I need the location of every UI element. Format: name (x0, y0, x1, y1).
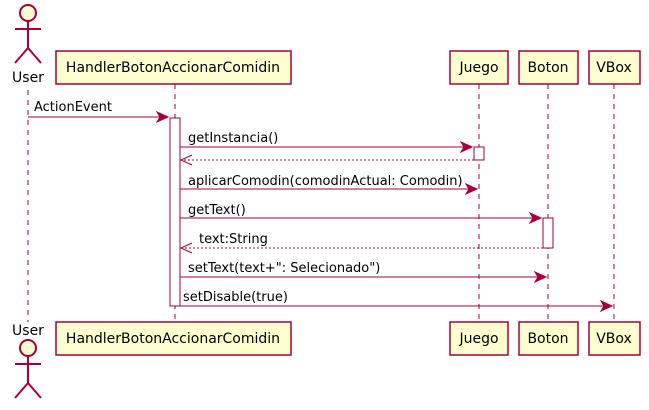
message-set-text: setText(text+": Selecionado") (180, 261, 548, 284)
message-return-juego (179, 154, 474, 166)
arrow-head-icon (533, 270, 548, 284)
participant-vbox-bottom: VBox (588, 321, 641, 356)
message-get-instancia-label: getInstancia() (188, 131, 278, 146)
message-set-text-label: setText(text+": Selecionado") (188, 261, 380, 276)
participant-boton-bottom-label: Boton (527, 331, 568, 347)
message-set-disable-label: setDisable(true) (183, 290, 288, 305)
participant-juego-top-label: Juego (458, 60, 498, 76)
participant-vbox-top: VBox (588, 50, 641, 85)
message-action-event: ActionEvent (28, 100, 170, 124)
participant-handler-bottom-label: HandlerBotonAccionarComidin (66, 331, 280, 347)
participant-handler-bottom: HandlerBotonAccionarComidin (55, 321, 292, 356)
participant-vbox-bottom-label: VBox (596, 331, 632, 347)
open-arrow-icon (179, 154, 193, 166)
arrow-head-icon (459, 140, 474, 154)
message-aplicar-comodin: aplicarComodin(comodinActual: Comodin) (180, 174, 479, 196)
participant-boton-top-label: Boton (527, 60, 568, 76)
message-set-disable: setDisable(true) (180, 290, 614, 313)
arrow-head-icon (155, 110, 170, 124)
activation-juego (473, 146, 485, 161)
message-return-text-label: text:String (199, 232, 268, 247)
activation-handler (169, 117, 181, 307)
actor-user-top-label: User (12, 70, 44, 86)
arrow-head-icon (464, 182, 479, 196)
activation-boton (542, 217, 554, 249)
arrow-head-icon (599, 299, 614, 313)
participant-handler-top-label: HandlerBotonAccionarComidin (66, 60, 280, 76)
message-get-text-label: getText() (188, 203, 246, 218)
actor-user-bottom-label: User (12, 323, 44, 339)
participant-juego-top: Juego (449, 50, 509, 85)
message-get-instancia: getInstancia() (180, 131, 474, 154)
actor-user-bottom: User (12, 323, 44, 399)
participant-boton-bottom: Boton (518, 321, 579, 356)
participant-juego-bottom: Juego (449, 321, 509, 356)
open-arrow-icon (179, 242, 193, 254)
actor-user-top: User (12, 4, 44, 86)
participant-handler-top: HandlerBotonAccionarComidin (55, 50, 292, 85)
participant-juego-bottom-label: Juego (458, 331, 498, 347)
message-action-event-label: ActionEvent (34, 100, 112, 115)
participant-vbox-top-label: VBox (596, 60, 632, 76)
arrow-head-icon (528, 211, 543, 225)
participant-boton-top: Boton (518, 50, 579, 85)
message-get-text: getText() (180, 203, 543, 225)
message-return-text: text:String (179, 232, 543, 254)
message-aplicar-comodin-label: aplicarComodin(comodinActual: Comodin) (188, 174, 463, 189)
